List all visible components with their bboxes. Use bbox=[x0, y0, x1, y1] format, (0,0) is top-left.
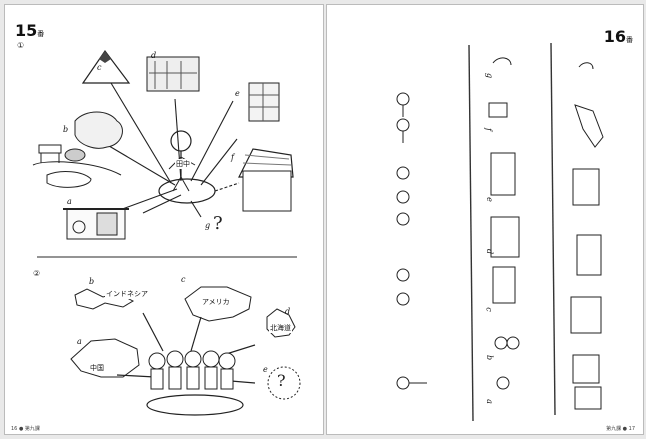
question-mark: ? bbox=[213, 213, 223, 234]
country-name-a: 中国 bbox=[89, 363, 105, 373]
col-label-g: g bbox=[485, 72, 495, 79]
country-label-b: b bbox=[89, 277, 95, 286]
page-number: 16番 bbox=[603, 27, 633, 46]
country-label-e: e bbox=[263, 365, 268, 374]
col-label-f: f bbox=[483, 128, 493, 131]
scene-label-g: g bbox=[205, 221, 211, 230]
section-1-mark: ① bbox=[17, 41, 25, 50]
right-illustrations bbox=[396, 42, 604, 422]
country-label-d: d bbox=[285, 307, 291, 316]
country-name-c: アメリカ bbox=[201, 297, 231, 307]
scene-label-a: a bbox=[67, 197, 72, 206]
scene-label-e: e bbox=[235, 89, 240, 98]
scene-label-b: b bbox=[63, 125, 69, 134]
country-name-b: インドネシア bbox=[105, 289, 149, 299]
country-name-d: 北海道 bbox=[269, 323, 292, 333]
page-number: 15番 bbox=[15, 21, 45, 40]
country-label-c: c bbox=[181, 275, 186, 284]
col-label-b: b bbox=[485, 354, 495, 361]
scene-label-f: f bbox=[231, 153, 234, 162]
col-label-e: e bbox=[484, 197, 494, 202]
col-label-c: c bbox=[484, 307, 494, 312]
footer: 16 ● 第九課 bbox=[11, 426, 40, 432]
question-mark-2: ? bbox=[277, 371, 286, 390]
left-page: 15番 ① bbox=[4, 4, 324, 435]
left-illustrations bbox=[32, 49, 301, 416]
country-label-a: a bbox=[77, 337, 82, 346]
section-2-mark: ② bbox=[33, 269, 41, 278]
footer: 第九課 ● 17 bbox=[606, 426, 635, 432]
col-label-d: d bbox=[485, 248, 495, 255]
right-page: 16番 bbox=[326, 4, 644, 435]
col-label-a: a bbox=[484, 399, 494, 404]
person-name: 田中 bbox=[175, 159, 191, 169]
scene-label-c: c bbox=[97, 63, 102, 72]
scene-label-d: d bbox=[151, 51, 157, 60]
